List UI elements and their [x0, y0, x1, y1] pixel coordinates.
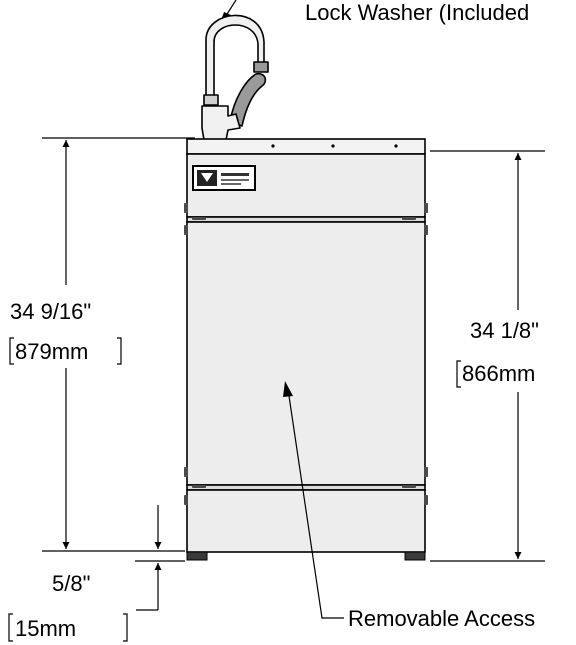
overall-height-mm-group: 879mm	[9, 337, 122, 365]
foot-height-dimension	[135, 505, 185, 611]
label-plate-icon	[192, 165, 256, 191]
cabinet-height-in: 34 1/8"	[470, 318, 539, 343]
overall-height-in: 34 9/16"	[10, 299, 91, 324]
left-foot	[186, 551, 208, 561]
right-foot	[404, 551, 426, 561]
faucet-icon	[197, 14, 269, 149]
cabinet-height-dimension	[430, 150, 545, 562]
bottom-callout-text: Removable Access	[348, 606, 535, 631]
top-callout-text: Lock Washer (Included	[305, 0, 529, 25]
cabinet-top	[186, 138, 426, 155]
foot-height-in: 5/8"	[52, 571, 90, 596]
bottom-callout-arrow-icon	[283, 381, 293, 397]
bottom-callout-leader	[288, 395, 344, 619]
overall-height-mm: 879mm	[15, 339, 88, 364]
bottom-callout: Removable Access	[283, 381, 535, 631]
top-callout: Lock Washer (Included	[219, 0, 529, 26]
cabinet-height-mm-group: 866mm	[456, 360, 535, 388]
side-clips	[184, 203, 428, 505]
cabinet-feet	[186, 551, 426, 561]
faucet-handle	[229, 72, 267, 127]
cabinet-height-mm: 866mm	[462, 361, 535, 386]
cabinet-body	[186, 153, 426, 553]
overall-height-dimension	[42, 137, 195, 552]
foot-height-mm-group: 15mm	[8, 613, 128, 642]
faucet-aerator	[253, 61, 269, 73]
foot-height-mm: 15mm	[15, 616, 76, 641]
faucet-body	[201, 105, 241, 147]
faucet-collar	[203, 94, 219, 106]
removable-access-panel	[186, 221, 426, 486]
